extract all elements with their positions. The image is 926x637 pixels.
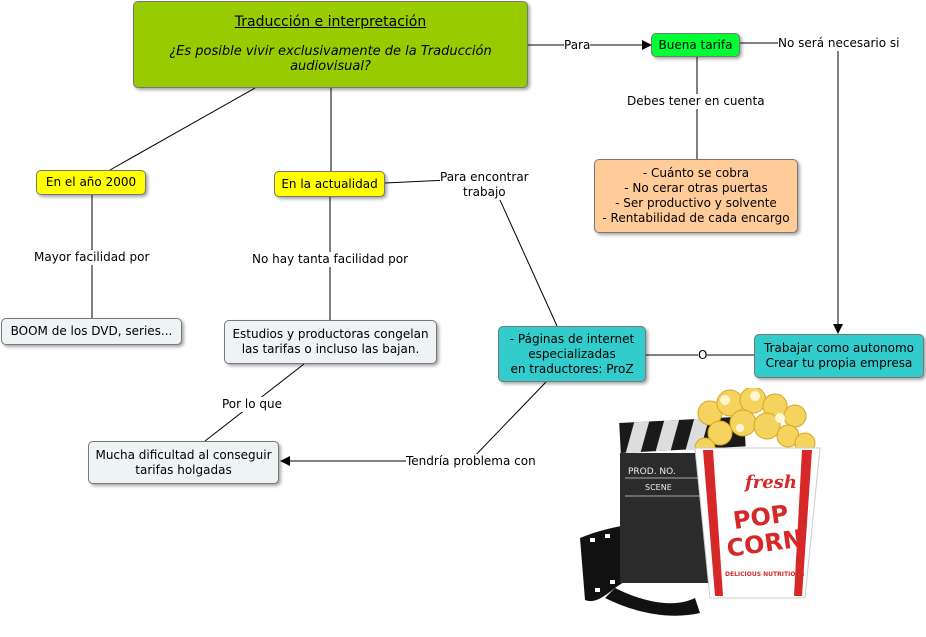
main-question: ¿Es posible vivir exclusivamente de la T… [169,44,492,74]
node-en-2000[interactable]: En el año 2000 [36,170,146,195]
box-text-tagline: DELICIOUS NUTRITIOUS [725,571,805,578]
link-label-mayor: Mayor facilidad por [34,250,150,265]
link-label-debes: Debes tener en cuenta [627,94,765,109]
link-paginas-mucha [280,381,547,466]
en-2000-label: En el año 2000 [45,175,137,189]
node-buena-tarifa[interactable]: Buena tarifa [651,33,740,57]
popcorn-box-icon: fresh POP CORN DELICIOUS NUTRITIOUS [694,388,821,599]
link-actualidad-paginas [384,177,558,327]
estudios-label: Estudios y productoras congelan las tari… [232,327,429,356]
link-main-2000 [109,87,256,171]
cuanto-label: - Cuánto se cobra - No cerar otras puert… [602,166,790,225]
actualidad-label: En la actualidad [281,176,378,191]
autonomo-label: Trabajar como autonomo Crear tu propia e… [763,341,915,370]
link-label-no-sera: No será necesario si [778,36,900,51]
node-main-topic[interactable]: Traducción e interpretación ¿Es posible … [133,1,528,88]
main-title: Traducción e interpretación [234,14,427,30]
node-boom[interactable]: BOOM de los DVD, series... [1,318,182,345]
box-text-fresh: fresh [743,472,797,493]
paginas-label: - Páginas de internet especializadas en … [509,331,635,376]
buena-tarifa-label: Buena tarifa [658,37,733,52]
node-autonomo[interactable]: Trabajar como autonomo Crear tu propia e… [754,334,924,378]
node-actualidad[interactable]: En la actualidad [274,171,385,197]
node-mucha-dificultad[interactable]: Mucha dificultad al conseguir tarifas ho… [88,441,279,484]
cinema-popcorn-illustration: PROD. NO. SCENE fresh POP CORN DELICIOUS… [580,388,821,616]
mucha-dificultad-label: Mucha dificultad al conseguir tarifas ho… [95,447,272,477]
link-label-tendria: Tendría problema con [406,454,536,469]
node-estudios[interactable]: Estudios y productoras congelan las tari… [224,320,437,364]
link-label-para-encontrar: Para encontrar trabajo [440,170,529,200]
link-label-para: Para [564,38,591,53]
link-label-por-lo-que: Por lo que [222,397,282,412]
node-cuanto[interactable]: - Cuánto se cobra - No cerar otras puert… [594,159,798,233]
clapper-text-scene: SCENE [645,483,672,492]
link-label-o: O [698,348,708,363]
node-paginas[interactable]: - Páginas de internet especializadas en … [498,326,646,382]
clapper-text-prod: PROD. NO. [628,467,676,477]
link-label-no-hay: No hay tanta facilidad por [252,252,409,267]
boom-label: BOOM de los DVD, series... [10,324,173,338]
